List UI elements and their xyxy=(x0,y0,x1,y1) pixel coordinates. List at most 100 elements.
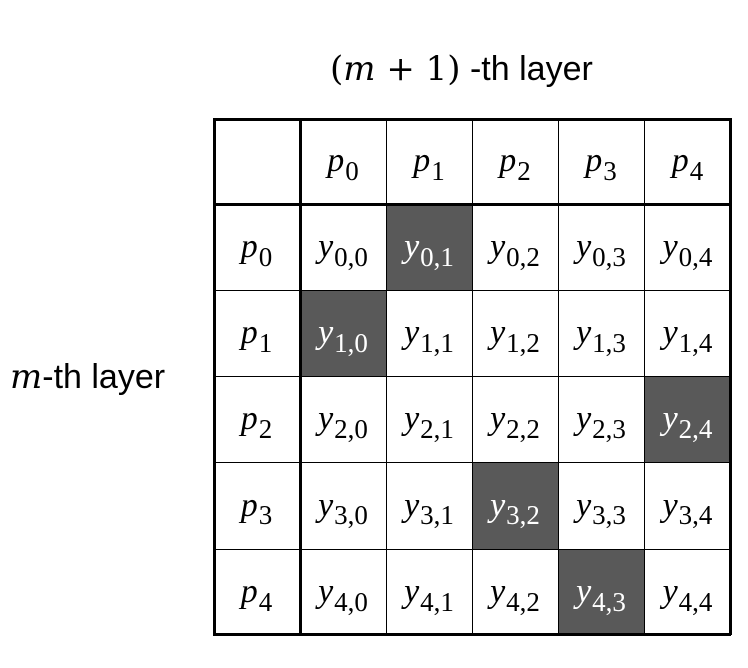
matrix-cell-2-1-letter: y xyxy=(404,400,420,437)
row-header-p0-symbol: p0 xyxy=(240,228,273,271)
matrix-cell-0-1-symbol: y0,1 xyxy=(404,228,454,271)
matrix-cell-0-1-subscript: 0,1 xyxy=(420,241,454,272)
matrix-cell-4-3-subscript: 4,3 xyxy=(592,586,626,617)
matrix-cell-0-2: y0,2 xyxy=(472,204,558,290)
column-axis-one: 1 xyxy=(425,49,448,89)
matrix-cell-1-4-letter: y xyxy=(662,314,678,351)
row-header-p0: p0 xyxy=(213,204,300,290)
row-header-p4-subscript: 4 xyxy=(258,586,273,617)
matrix-cell-0-0-letter: y xyxy=(318,228,334,265)
column-axis-title: (m + 1) -th layer xyxy=(330,52,593,87)
row-header-p0-letter: p xyxy=(240,228,258,265)
matrix-cell-1-1-subscript: 1,1 xyxy=(420,327,454,358)
matrix-cell-4-3: y4,3 xyxy=(558,549,644,635)
matrix-cell-4-1-letter: y xyxy=(404,573,420,610)
column-axis-variable: m xyxy=(343,49,376,89)
matrix-cell-2-2-letter: y xyxy=(490,400,506,437)
row-header-p3-letter: p xyxy=(240,486,258,524)
row-header-p2: p2 xyxy=(213,376,300,462)
matrix-cell-0-3: y0,3 xyxy=(558,204,644,290)
matrix-cell-2-3-subscript: 2,3 xyxy=(592,413,626,444)
column-header-p3: p3 xyxy=(558,118,644,204)
matrix-cell-3-0-symbol: y3,0 xyxy=(318,486,368,529)
row-header-p2-subscript: 2 xyxy=(258,413,273,444)
column-header-p0-letter: p xyxy=(327,142,345,179)
row-header-p3: p3 xyxy=(213,462,300,549)
matrix-cell-4-1: y4,1 xyxy=(386,549,472,635)
matrix-cell-2-1-subscript: 2,1 xyxy=(420,413,454,444)
matrix-cell-4-0-letter: y xyxy=(318,573,334,610)
matrix-cell-0-0-subscript: 0,0 xyxy=(334,241,368,272)
row-axis-text: -th layer xyxy=(42,358,166,396)
matrix-cell-3-0-letter: y xyxy=(318,486,334,524)
matrix-cell-2-0-letter: y xyxy=(318,400,334,437)
grid-column-line xyxy=(213,118,216,635)
matrix-cell-4-2-subscript: 4,2 xyxy=(506,586,540,617)
matrix-cell-0-4-subscript: 0,4 xyxy=(678,241,713,272)
matrix-cell-4-0: y4,0 xyxy=(300,549,386,635)
matrix-cell-3-3: y3,3 xyxy=(558,462,644,549)
matrix-cell-3-1-symbol: y3,1 xyxy=(404,488,454,529)
matrix-cell-3-2-symbol: y3,2 xyxy=(490,486,540,529)
matrix-cell-2-4-symbol: y2,4 xyxy=(663,402,713,443)
matrix-cell-2-0-subscript: 2,0 xyxy=(334,413,368,444)
matrix-cell-4-0-symbol: y4,0 xyxy=(318,573,368,616)
matrix-cell-3-0: y3,0 xyxy=(300,462,386,549)
column-header-p1-letter: p xyxy=(413,142,431,179)
matrix-cell-3-3-subscript: 3,3 xyxy=(592,500,626,531)
matrix-cell-1-0-letter: y xyxy=(318,314,334,351)
column-header-p0-subscript: 0 xyxy=(345,155,359,186)
matrix-cell-4-1-symbol: y4,1 xyxy=(404,573,454,616)
matrix-cell-0-2-subscript: 0,2 xyxy=(506,241,540,272)
row-header-p4-symbol: p4 xyxy=(240,573,273,616)
matrix-cell-4-4-symbol: y4,4 xyxy=(662,573,713,616)
corner-cell xyxy=(213,118,300,204)
matrix-cell-2-1-symbol: y2,1 xyxy=(404,400,454,443)
matrix-cell-3-3-symbol: y3,3 xyxy=(576,486,626,529)
grid-column-line xyxy=(472,118,473,635)
matrix-cell-1-1: y1,1 xyxy=(386,290,472,376)
column-header-p2-symbol: p2 xyxy=(499,144,531,185)
matrix-cell-1-2-symbol: y1,2 xyxy=(490,316,540,357)
matrix-cell-0-4-letter: y xyxy=(662,228,678,265)
column-header-p3-symbol: p3 xyxy=(585,142,617,185)
matrix-cell-3-2: y3,2 xyxy=(472,462,558,549)
matrix-cell-2-3-letter: y xyxy=(576,400,592,437)
column-header-p3-subscript: 3 xyxy=(603,155,617,186)
matrix-cell-1-0-subscript: 1,0 xyxy=(334,327,368,358)
row-header-p1-letter: p xyxy=(240,314,258,351)
column-axis-math: (m + 1) xyxy=(330,49,461,89)
matrix-cell-2-3-symbol: y2,3 xyxy=(576,400,626,443)
matrix-cell-0-4-symbol: y0,4 xyxy=(662,228,713,271)
matrix-cell-2-2-symbol: y2,2 xyxy=(490,400,540,443)
column-header-p3-letter: p xyxy=(585,142,603,179)
column-header-p0-symbol: p0 xyxy=(327,142,359,185)
row-header-p4-letter: p xyxy=(240,573,258,610)
matrix-cell-4-4-letter: y xyxy=(662,573,678,610)
column-axis-text: -th layer xyxy=(460,50,593,88)
row-header-p1: p1 xyxy=(213,290,300,376)
matrix-cell-1-1-symbol: y1,1 xyxy=(404,316,454,357)
matrix-cell-1-3-symbol: y1,3 xyxy=(576,316,626,357)
matrix-cell-4-1-subscript: 4,1 xyxy=(420,586,454,617)
matrix-cell-2-0-symbol: y2,0 xyxy=(318,400,368,443)
matrix-cell-3-0-subscript: 3,0 xyxy=(334,500,368,531)
matrix-cell-0-1-letter: y xyxy=(404,228,420,265)
matrix-cell-3-3-letter: y xyxy=(576,486,592,524)
matrix-cell-3-4-subscript: 3,4 xyxy=(678,500,713,531)
matrix-cell-3-2-letter: y xyxy=(490,486,506,524)
matrix-cell-3-1-subscript: 3,1 xyxy=(420,500,454,531)
matrix-cell-4-4: y4,4 xyxy=(644,549,731,635)
row-header-p3-subscript: 3 xyxy=(258,500,273,531)
row-header-p2-symbol: p2 xyxy=(241,402,273,443)
row-header-p1-symbol: p1 xyxy=(240,314,273,357)
matrix-cell-0-3-symbol: y0,3 xyxy=(576,230,626,271)
matrix-cell-1-4-symbol: y1,4 xyxy=(662,314,713,357)
column-header-p4: p4 xyxy=(644,118,731,204)
grid-column-line xyxy=(386,118,387,635)
row-axis-variable: m xyxy=(10,357,43,397)
matrix-cell-0-0: y0,0 xyxy=(300,204,386,290)
matrix-cell-0-4: y0,4 xyxy=(644,204,731,290)
